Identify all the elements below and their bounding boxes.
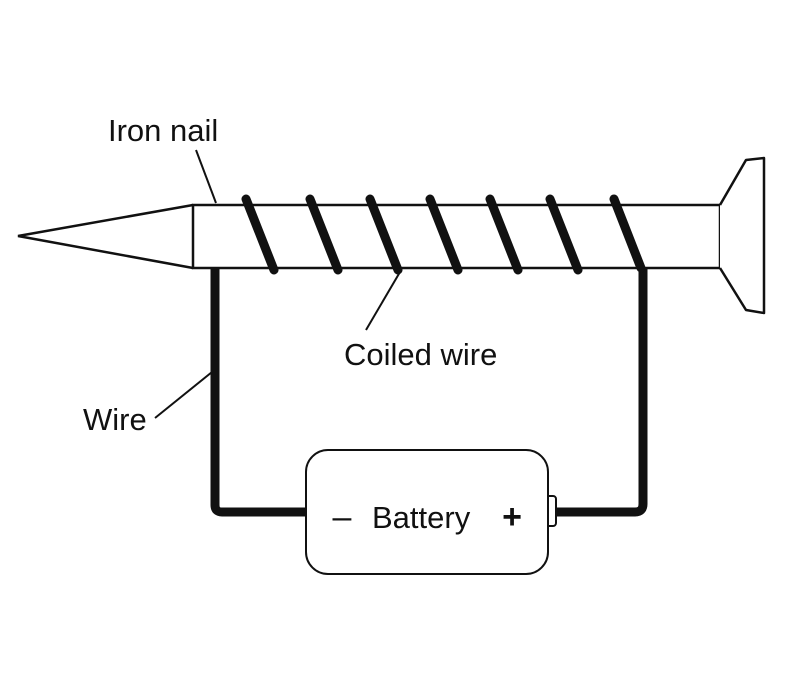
wire-right — [550, 268, 648, 517]
coil-turn — [305, 194, 343, 275]
iron-nail-leader — [195, 149, 217, 204]
coiled-wire — [241, 194, 646, 275]
iron-nail-label: Iron nail — [108, 113, 218, 148]
nail-tip — [17, 203, 194, 270]
coil-turn — [365, 194, 403, 275]
wire-leader — [154, 371, 213, 419]
coiled-wire-leader — [365, 271, 401, 331]
coil-turn — [241, 194, 279, 275]
nail-head — [718, 156, 766, 315]
battery-plus-sign: + — [502, 498, 522, 536]
coiled-wire-label: Coiled wire — [344, 337, 497, 372]
battery-label: Battery — [372, 500, 471, 535]
battery: – Battery + — [305, 449, 557, 575]
iron-nail — [17, 156, 766, 315]
battery-body — [305, 449, 549, 575]
coil-turn — [609, 194, 646, 273]
coil-turn — [425, 194, 463, 275]
wire-label: Wire — [83, 402, 147, 437]
battery-minus-sign: – — [333, 498, 352, 536]
coil-turn — [545, 194, 583, 275]
coil-turn — [485, 194, 523, 275]
wire-left — [210, 268, 312, 517]
